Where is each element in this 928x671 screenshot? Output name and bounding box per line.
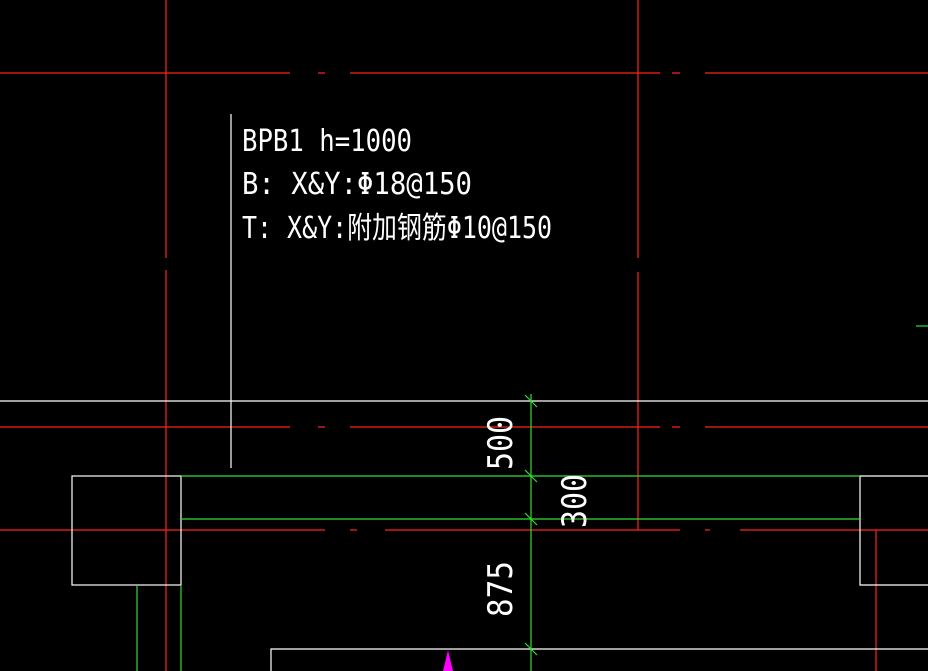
annotation-block: BPB1 h=1000 B: X&Y:Φ18@150 T: X&Y:附加钢筋Φ1…	[242, 124, 552, 246]
column-left	[71, 475, 182, 586]
dim-tick-2	[524, 469, 538, 483]
bottom-element	[270, 648, 928, 671]
dimension-lines	[136, 325, 928, 671]
annotation-line-2: B: X&Y:Φ18@150	[242, 167, 472, 202]
annotation-line-1: BPB1 h=1000	[242, 124, 412, 159]
dim-tick-3	[524, 512, 538, 526]
annotation-line-3: T: X&Y:附加钢筋Φ10@150	[242, 211, 552, 246]
column-right	[859, 475, 928, 586]
dimension-label-875: 875	[481, 561, 521, 617]
dimension-label-500: 500	[481, 416, 521, 470]
dim-tick-1	[524, 394, 538, 408]
insertion-marker-icon	[443, 650, 453, 671]
structure-outlines	[0, 114, 928, 671]
dimension-label-300: 300	[555, 474, 595, 528]
axis-breaks	[164, 71, 740, 532]
dim-tick-4	[524, 642, 538, 656]
